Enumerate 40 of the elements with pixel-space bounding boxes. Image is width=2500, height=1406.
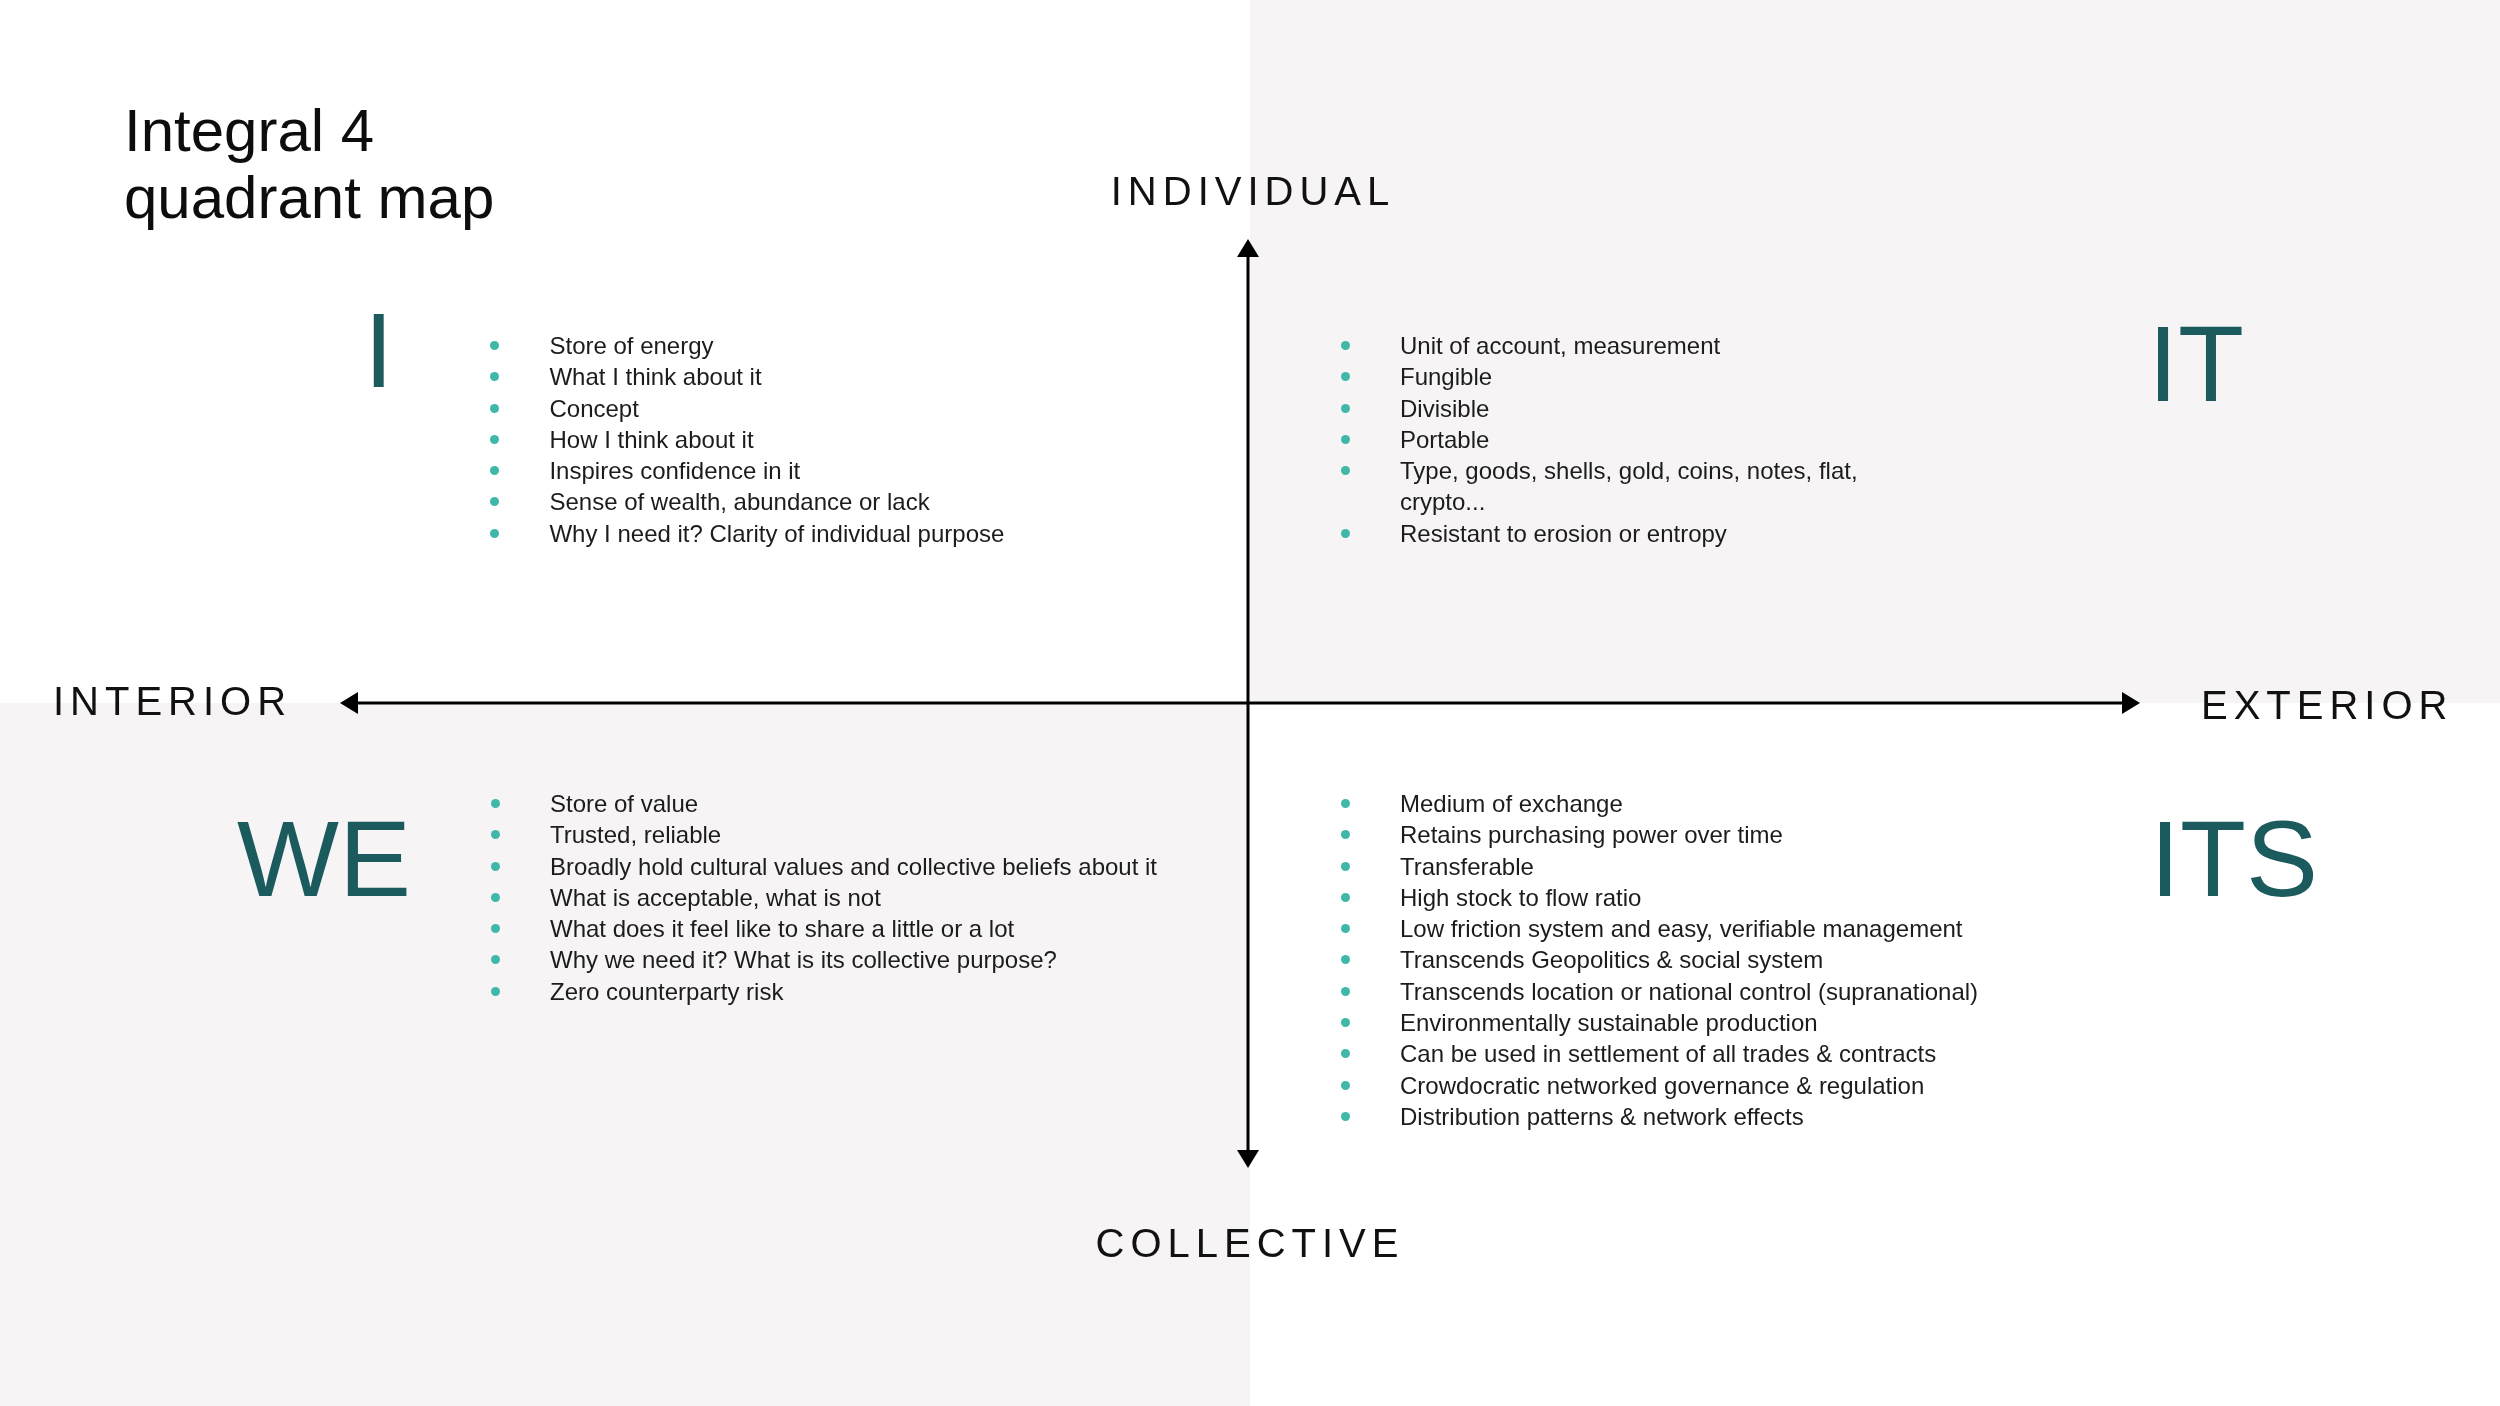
list-item: Divisible [1400, 393, 1491, 424]
list-item: Fungible [1400, 362, 1494, 393]
quadrant-heading: WE [237, 805, 411, 913]
list-item: What I think about it [549, 362, 763, 393]
list-item: What is acceptable, what is not [550, 882, 882, 913]
list-item: Trusted, reliable [550, 820, 723, 851]
list-item: Why I need it? Clarity of individual purpose [549, 518, 1005, 549]
list-item: Transcends location or national control (supranational) [1400, 976, 1980, 1007]
list-item: Can be used in settlement of all trades & contracts [1400, 1039, 1938, 1070]
list-item: How I think about it [549, 424, 755, 455]
axis-label: INDIVIDUAL [1109, 171, 1396, 211]
title: Integral 4 quadrant map [124, 97, 496, 231]
list-item: Store of value [550, 789, 700, 819]
list-item: Sense of wealth, abundance or lack [549, 487, 931, 518]
quadrant-heading: IT [2148, 310, 2244, 418]
axis-label: EXTERIOR [2201, 685, 2454, 725]
list-item: Environmentally sustainable production [1400, 1008, 1819, 1039]
list-item: Why we need it? What is its collective purpose? [550, 945, 1058, 976]
list-item: Portable [1400, 424, 1491, 455]
list-item: Store of energy [549, 331, 715, 361]
list-item: What does it feel like to share a little or a lot [550, 914, 1016, 945]
list-item: Transferable [1400, 851, 1535, 882]
list-item: Concept [549, 393, 640, 424]
list-item: Inspires confidence in it [549, 456, 802, 487]
list-item: Type, goods, shells, gold, coins, notes, flat, crypto... [1400, 456, 1859, 518]
list-item: Medium of exchange [1400, 789, 1624, 819]
quadrant-heading: ITS [2150, 805, 2318, 913]
list-item: Unit of account, measurement [1400, 331, 1722, 361]
list-item: High stock to flow ratio [1400, 882, 1643, 913]
list-item: Resistant to erosion or entropy [1400, 518, 1728, 549]
list-item: Retains purchasing power over time [1400, 820, 1784, 851]
axis-label: COLLECTIVE [1094, 1223, 1405, 1263]
quadrant-heading: I [364, 297, 394, 403]
list-item: Low friction system and easy, verifiable management [1400, 914, 1964, 945]
axis-label: INTERIOR [53, 681, 293, 721]
list-item: Crowdocratic networked governance & regulation [1400, 1070, 1926, 1101]
list-item: Broadly hold cultural values and collective beliefs about it [550, 851, 1157, 882]
list-item: Transcends Geopolitics & social system [1400, 945, 1825, 976]
list-item: Distribution patterns & network effects [1400, 1101, 1805, 1132]
list-item: Zero counterparty risk [550, 976, 785, 1007]
